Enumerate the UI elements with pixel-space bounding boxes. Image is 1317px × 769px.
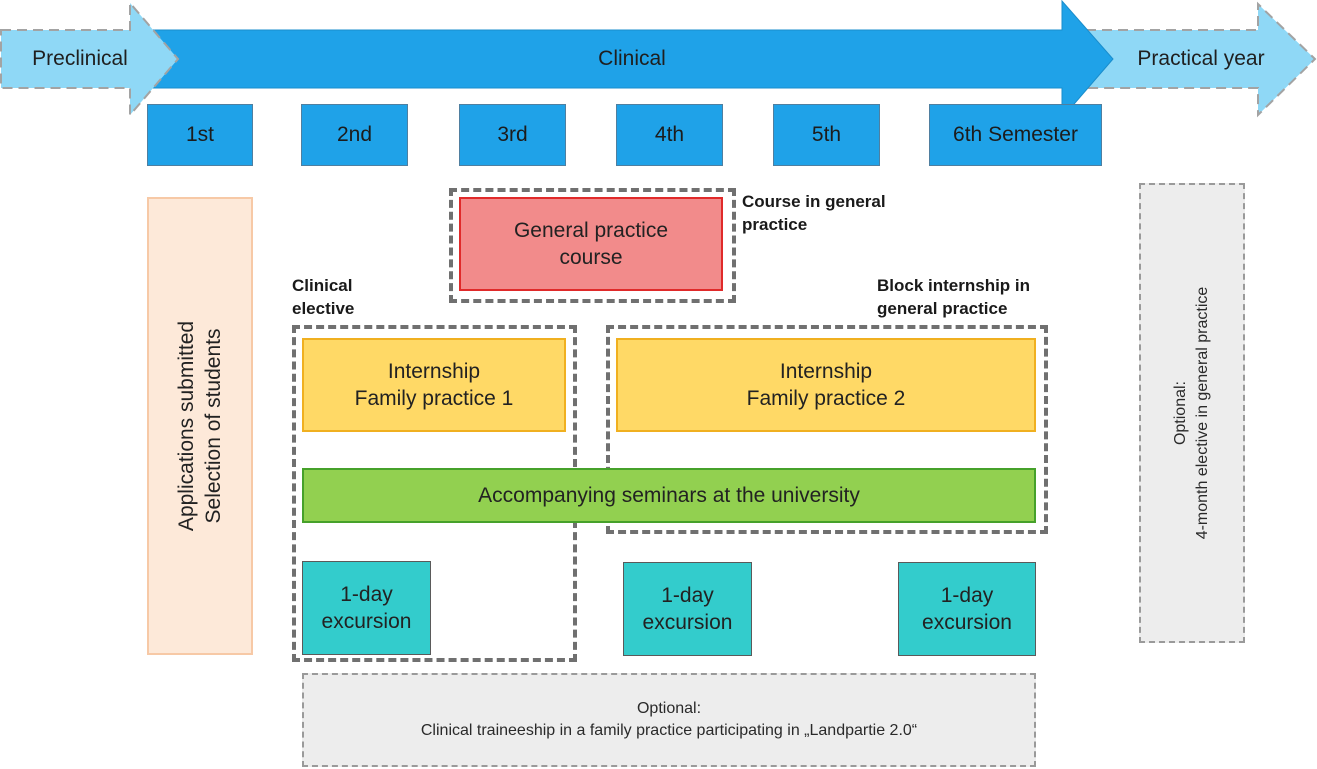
- box-line: course: [559, 246, 623, 269]
- box-line: 1-day: [940, 584, 994, 607]
- box-line: Internship: [387, 360, 481, 383]
- excursion-2-box: 1-day excursion: [623, 562, 752, 656]
- label-line: Clinical: [292, 276, 353, 295]
- preclinical-arrow: [0, 0, 180, 118]
- preclinical-label: Preclinical: [32, 47, 128, 70]
- semester-2-box: 2nd: [301, 104, 408, 166]
- practical-year-arrow: [1085, 1, 1317, 118]
- optional-elective-text: Optional: 4-month elective in general pr…: [1170, 193, 1214, 633]
- internship-family-practice-1-box: Internship Family practice 1: [302, 338, 566, 432]
- box-line: Accompanying seminars at the university: [478, 484, 860, 507]
- clinical-elective-label: Clinical elective: [292, 274, 354, 320]
- label-line: Block internship in: [877, 276, 1031, 295]
- box-line: Family practice 2: [746, 387, 906, 410]
- semester-label: 6th Semester: [953, 123, 1078, 146]
- gp-course-group-label: Course in general practice: [742, 190, 886, 236]
- block-internship-frame: [606, 325, 1048, 534]
- box-line: Internship: [779, 360, 873, 383]
- label-line: general practice: [877, 299, 1008, 318]
- box-line: excursion: [642, 611, 733, 634]
- internship-family-practice-2-box: Internship Family practice 2: [616, 338, 1036, 432]
- applications-text: Applications submitted Selection of stud…: [173, 206, 227, 646]
- optional-elective-box: Optional: 4-month elective in general pr…: [1139, 183, 1245, 643]
- semester-4-box: 4th: [616, 104, 723, 166]
- semester-5-box: 5th: [773, 104, 880, 166]
- optional-traineeship-line: Clinical traineeship in a family practic…: [420, 722, 918, 739]
- label-line: elective: [292, 299, 355, 318]
- semester-label: 5th: [811, 123, 842, 146]
- box-line: Family practice 1: [354, 387, 514, 410]
- semester-label: 1st: [185, 123, 214, 146]
- gp-course-frame: [449, 188, 736, 303]
- semester-label: 4th: [654, 123, 685, 146]
- semester-1-box: 1st: [147, 104, 253, 166]
- label-line: Course in general: [742, 192, 886, 211]
- practical-year-label: Practical year: [1137, 47, 1265, 70]
- applications-box: Applications submitted Selection of stud…: [147, 197, 253, 655]
- block-internship-label: Block internship in general practice: [877, 274, 1030, 320]
- label-line: practice: [742, 215, 808, 234]
- semester-3-box: 3rd: [459, 104, 566, 166]
- semester-label: 2nd: [336, 123, 373, 146]
- excursion-1-box: 1-day excursion: [302, 561, 431, 655]
- box-line: General practice: [513, 219, 669, 242]
- applications-line: Selection of students: [202, 328, 225, 524]
- box-line: excursion: [321, 610, 412, 633]
- phase-arrows: [0, 0, 1317, 120]
- box-line: excursion: [922, 611, 1012, 634]
- applications-line: Applications submitted: [175, 320, 198, 532]
- optional-traineeship-line: Optional:: [636, 700, 702, 717]
- optional-traineeship-box: Optional: Clinical traineeship in a fami…: [302, 673, 1036, 767]
- clinical-label: Clinical: [598, 47, 666, 70]
- semester-6-box: 6th Semester: [929, 104, 1102, 166]
- clinical-arrow: [144, 0, 1114, 120]
- semester-label: 3rd: [497, 123, 528, 146]
- optional-elective-line: 4-month elective in general practice: [1194, 286, 1211, 540]
- excursion-3-box: 1-day excursion: [898, 562, 1036, 656]
- box-line: 1-day: [340, 583, 393, 606]
- general-practice-course-box: General practice course: [459, 197, 723, 291]
- optional-elective-line: Optional:: [1172, 380, 1189, 446]
- accompanying-seminars-bar: Accompanying seminars at the university: [302, 468, 1036, 523]
- box-line: 1-day: [661, 584, 714, 607]
